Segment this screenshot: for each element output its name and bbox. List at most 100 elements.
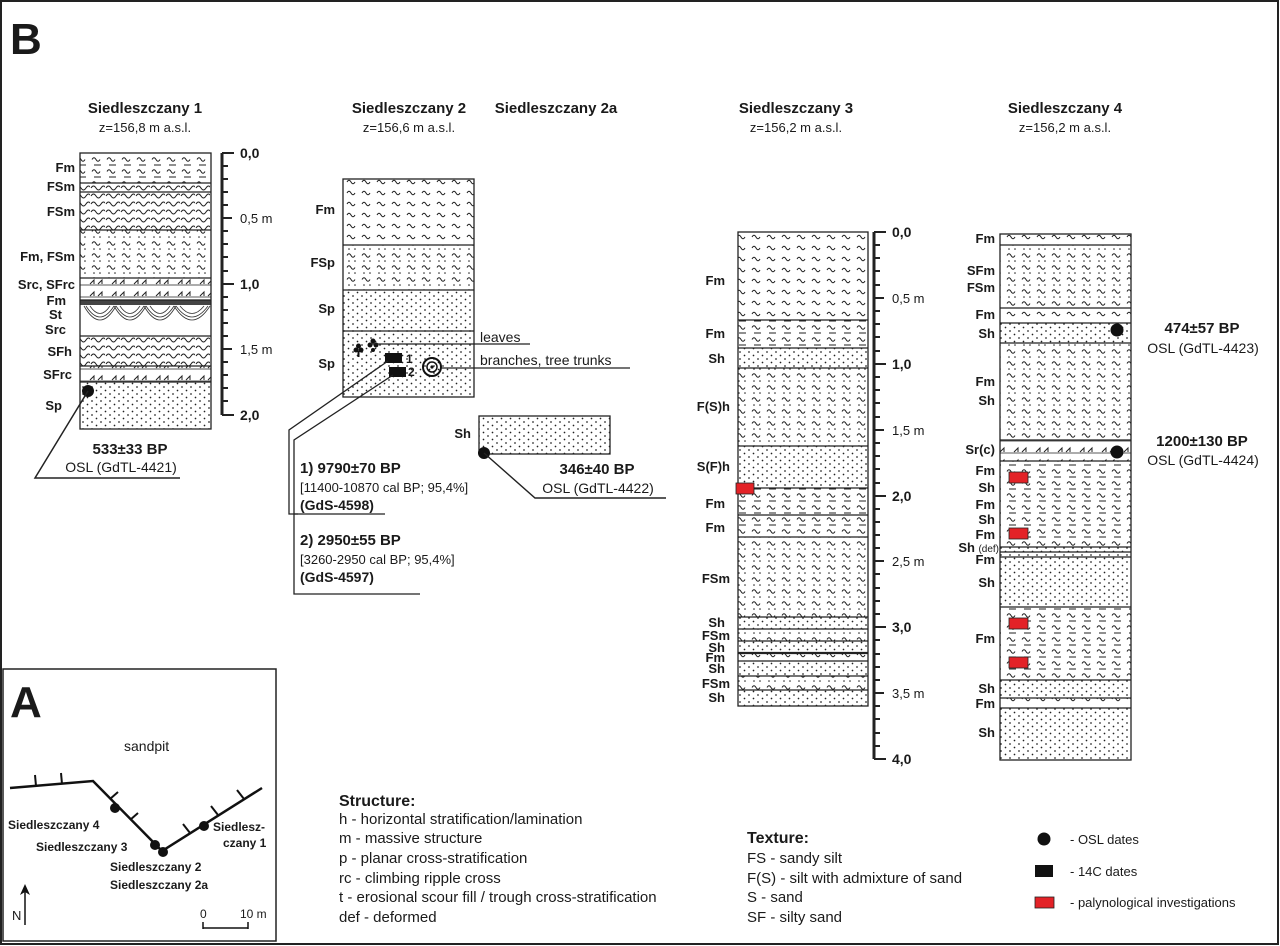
panel-b-letter: B [10,15,42,64]
c14-date-marker [385,353,402,363]
s1-label: SFh [47,344,72,359]
s1-label: Fm [47,293,67,308]
structure-legend-title: Structure: [339,793,415,810]
s3-label: Sh [708,640,725,655]
scale-bar [202,922,249,929]
section-4-elevation: z=156,2 m a.s.l. [1019,120,1111,135]
c14-marker-number: 1 [406,352,413,366]
c14-1-age: 1) 9790±70 BP [300,460,401,477]
s3-label: Fm [706,273,726,288]
symbol-item: - OSL dates [1070,832,1139,847]
section-1-column [79,152,212,430]
osl-date-marker [1110,323,1124,337]
depth-scale-1: 0,0 0,5 m 1,0 1,5 m 2,0 [220,145,273,423]
palynology-sample [1008,471,1029,484]
s2a-osl-age: 346±40 BP [560,461,635,478]
scale-tick-label: 2,0 [240,407,260,423]
date-leader-line [483,452,666,499]
structure-item: p - planar cross-stratification [339,850,527,867]
s4-label: Fm [976,231,996,246]
section-2a-title: Siedleszczany 2a [495,100,618,117]
section-2-elevation: z=156,6 m a.s.l. [363,120,455,135]
texture-item: SF - silty sand [747,909,842,926]
s3-label: Fm [706,496,726,511]
scale-ten: 10 m [240,907,267,921]
s3-label: Sh [708,351,725,366]
texture-item: F(S) - silt with admixture of sand [747,870,962,887]
s4-label: Sh [978,681,995,696]
s3-label: Fm [706,326,726,341]
s4-label: Fm [976,552,996,567]
osl-date-marker [1110,445,1124,459]
site-label: Siedleszczany 2 [110,860,202,874]
c14-2-cal: [3260-2950 cal BP; 95,4%] [300,552,455,567]
s2-label: Sp [318,356,335,371]
scale-tick-label: 1,5 m [240,342,273,357]
structure-item: t - erosional scour fill / trough cross-… [339,889,657,906]
structure-item: rc - climbing ripple cross [339,870,501,887]
section-4-title: Siedleszczany 4 [1008,100,1123,117]
date-leader-line [33,390,180,479]
scale-tick-label: 3,0 [892,619,912,635]
scale-tick-label: 2,5 m [892,554,925,569]
s1-label: Src [45,322,66,337]
scale-tick-label: 1,0 [892,356,912,372]
section-1-elevation: z=156,8 m a.s.l. [99,120,191,135]
symbol-item: - 14C dates [1070,864,1138,879]
panel-a-frame [2,668,277,942]
s4-label: SFm [967,263,995,278]
section-3-column [735,231,869,707]
s1-label: Src, SFrc [18,277,75,292]
palynology-sample [735,482,755,495]
s3-label: Sh [708,615,725,630]
north-arrow-icon [20,884,30,925]
c14-date-marker [389,367,406,377]
s4-label: Sh [978,512,995,527]
s1-label: Fm [56,160,76,175]
s1-label: Fm, FSm [20,249,75,264]
site-label: Siedleszczany 4 [8,818,100,832]
date-leader-line [293,374,420,595]
texture-legend: Texture: FS - sandy silt F(S) - silt wit… [747,830,962,926]
s2-label: FSp [310,255,335,270]
texture-item: S - sand [747,889,803,906]
s1-osl-age: 533±33 BP [93,441,168,458]
c14-1-lab: (GdS-4598) [300,497,374,513]
s4-label: Fm [976,497,996,512]
section-1-title: Siedleszczany 1 [88,100,202,117]
section-4-column [999,233,1132,761]
s3-label: FSm [702,571,730,586]
s1-label: SFrc [43,367,72,382]
palynology-sample [1008,527,1029,540]
palynology-sample [1008,617,1029,630]
section-2a-column [478,415,611,455]
c14-1-cal: [11400-10870 cal BP; 95,4%] [300,480,468,495]
symbol-legend: - OSL dates - 14C dates - palynological … [1034,832,1236,910]
s4-osl1-age: 474±57 BP [1165,320,1240,337]
s3-label: S(F)h [697,459,730,474]
s3-label: Fm [706,650,726,665]
panel-a-letter: A [10,678,42,727]
section-3-elevation: z=156,2 m a.s.l. [750,120,842,135]
scale-tick-label: 1,5 m [892,423,925,438]
scale-tick-label: 0,0 [240,145,260,161]
palynology-sample [1008,656,1029,669]
texture-item: FS - sandy silt [747,850,843,867]
symbol-item: - palynological investigations [1070,895,1236,910]
scale-tick-label: 2,0 [892,488,912,504]
scale-zero: 0 [200,907,207,921]
find-branches: branches, tree trunks [480,352,612,368]
structure-item: h - horizontal stratification/lamination [339,811,582,828]
s3-label: Sh [708,690,725,705]
north-label: N [12,908,21,923]
s3-label: F(S)h [697,399,730,414]
site-label: Siedleszczany 2a [110,878,208,892]
s2a-label: Sh [454,426,471,441]
sandpit-label: sandpit [124,738,169,754]
s4-label: FSm [967,280,995,295]
site-marker [199,821,209,831]
c14-marker-number: 2 [408,365,415,379]
sandpit-edge [9,779,263,853]
s4-label: Fm [976,696,996,711]
sandpit-edge-ticks [34,772,245,834]
